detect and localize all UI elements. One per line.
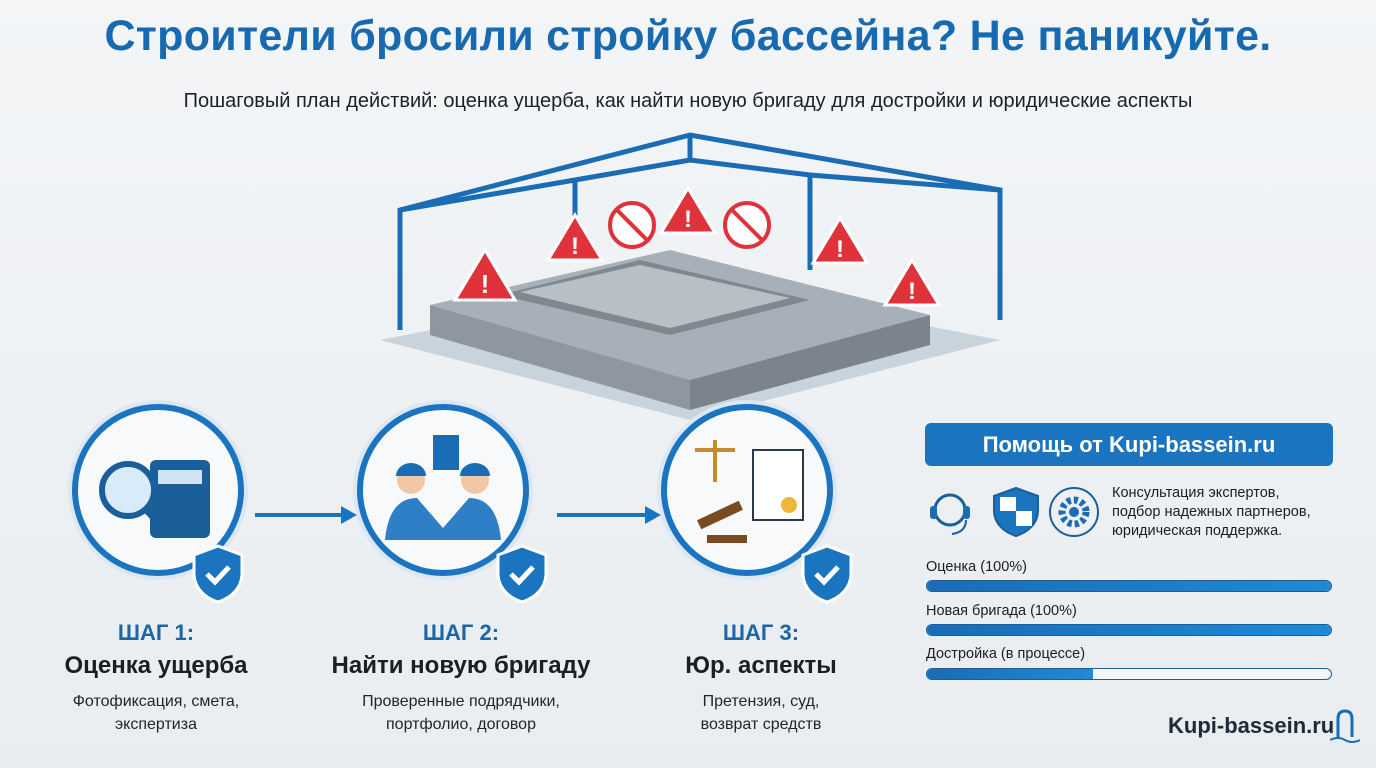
svg-text:!: !	[908, 278, 916, 305]
fountain-logo-icon	[1330, 709, 1360, 743]
help-description: Консультация экспертов, подбор надежных …	[1112, 484, 1311, 541]
progress-fill	[927, 625, 1331, 635]
step-desc: Проверенные подрядчики,	[362, 693, 560, 710]
shield-check-icon	[496, 544, 548, 604]
step-desc: экспертиза	[115, 716, 197, 733]
progress-bar-completion	[926, 668, 1332, 680]
step-number: ШАГ 2:	[422, 620, 500, 645]
step-title: Юр. аспекты	[685, 652, 837, 679]
magnifier-calculator-icon	[99, 460, 210, 538]
progress-label: Достройка (в процессе)	[926, 646, 1086, 662]
page-subtitle: Пошаговый план действий: оценка ущерба, …	[183, 90, 1193, 112]
shield-check-icon	[801, 544, 853, 604]
shield-check-icon	[192, 544, 244, 604]
no-tools-icon	[608, 201, 771, 249]
arrow-right-icon	[557, 506, 661, 524]
progress-fill	[927, 581, 1331, 591]
step-desc: Претензия, суд,	[702, 693, 820, 710]
progress-label: Новая бригада (100%)	[926, 603, 1077, 619]
gear-cycle-icon	[1049, 487, 1099, 537]
step-3-icon-circle	[661, 404, 833, 576]
page-title: Строители бросили стройку бассейна? Не п…	[104, 12, 1272, 60]
step-title: Оценка ущерба	[64, 652, 248, 679]
step-1-icon-circle	[72, 404, 244, 576]
step-title: Найти новую бригаду	[331, 652, 591, 679]
scales-gavel-document-icon	[695, 440, 804, 543]
help-icons	[930, 486, 1099, 538]
step-number: ШАГ 1:	[117, 620, 195, 645]
progress-label: Оценка (100%)	[926, 559, 1027, 575]
step-1: ШАГ 1: Оценка ущерба Фотофиксация, смета…	[16, 620, 296, 736]
arrow-right-icon	[255, 506, 357, 524]
help-line: Консультация экспертов,	[1112, 485, 1280, 501]
progress-bar-new-team	[926, 624, 1332, 636]
step-2-icon-circle	[357, 404, 529, 576]
progress-fill	[927, 669, 1093, 679]
help-header: Помощь от Kupi-bassein.ru	[925, 423, 1333, 466]
warning-icon: ! ! ! ! !	[452, 185, 942, 307]
step-number: ШАГ 3:	[722, 620, 800, 645]
help-line: юридическая поддержка.	[1112, 523, 1283, 539]
headset-icon	[930, 493, 970, 535]
progress-bar-assessment	[926, 580, 1332, 592]
svg-text:!: !	[571, 233, 579, 260]
help-line: подбор надежных партнеров,	[1112, 504, 1311, 520]
step-desc: возврат средств	[700, 716, 822, 733]
svg-text:!: !	[481, 269, 490, 299]
step-desc: Фотофиксация, смета,	[72, 693, 240, 710]
abandoned-pool-illustration: ! ! ! ! !	[380, 132, 1003, 420]
logo-text: Kupi-bassein.ru	[1168, 713, 1335, 738]
svg-text:!: !	[836, 236, 844, 263]
step-desc: портфолио, договор	[386, 716, 536, 733]
svg-text:!: !	[684, 206, 692, 233]
handshake-workers-icon	[385, 435, 501, 540]
step-3: ШАГ 3: Юр. аспекты Претензия, суд, возвра…	[621, 620, 901, 736]
step-2: ШАГ 2: Найти новую бригаду Проверенные п…	[321, 620, 601, 736]
shield-icon	[993, 486, 1039, 538]
